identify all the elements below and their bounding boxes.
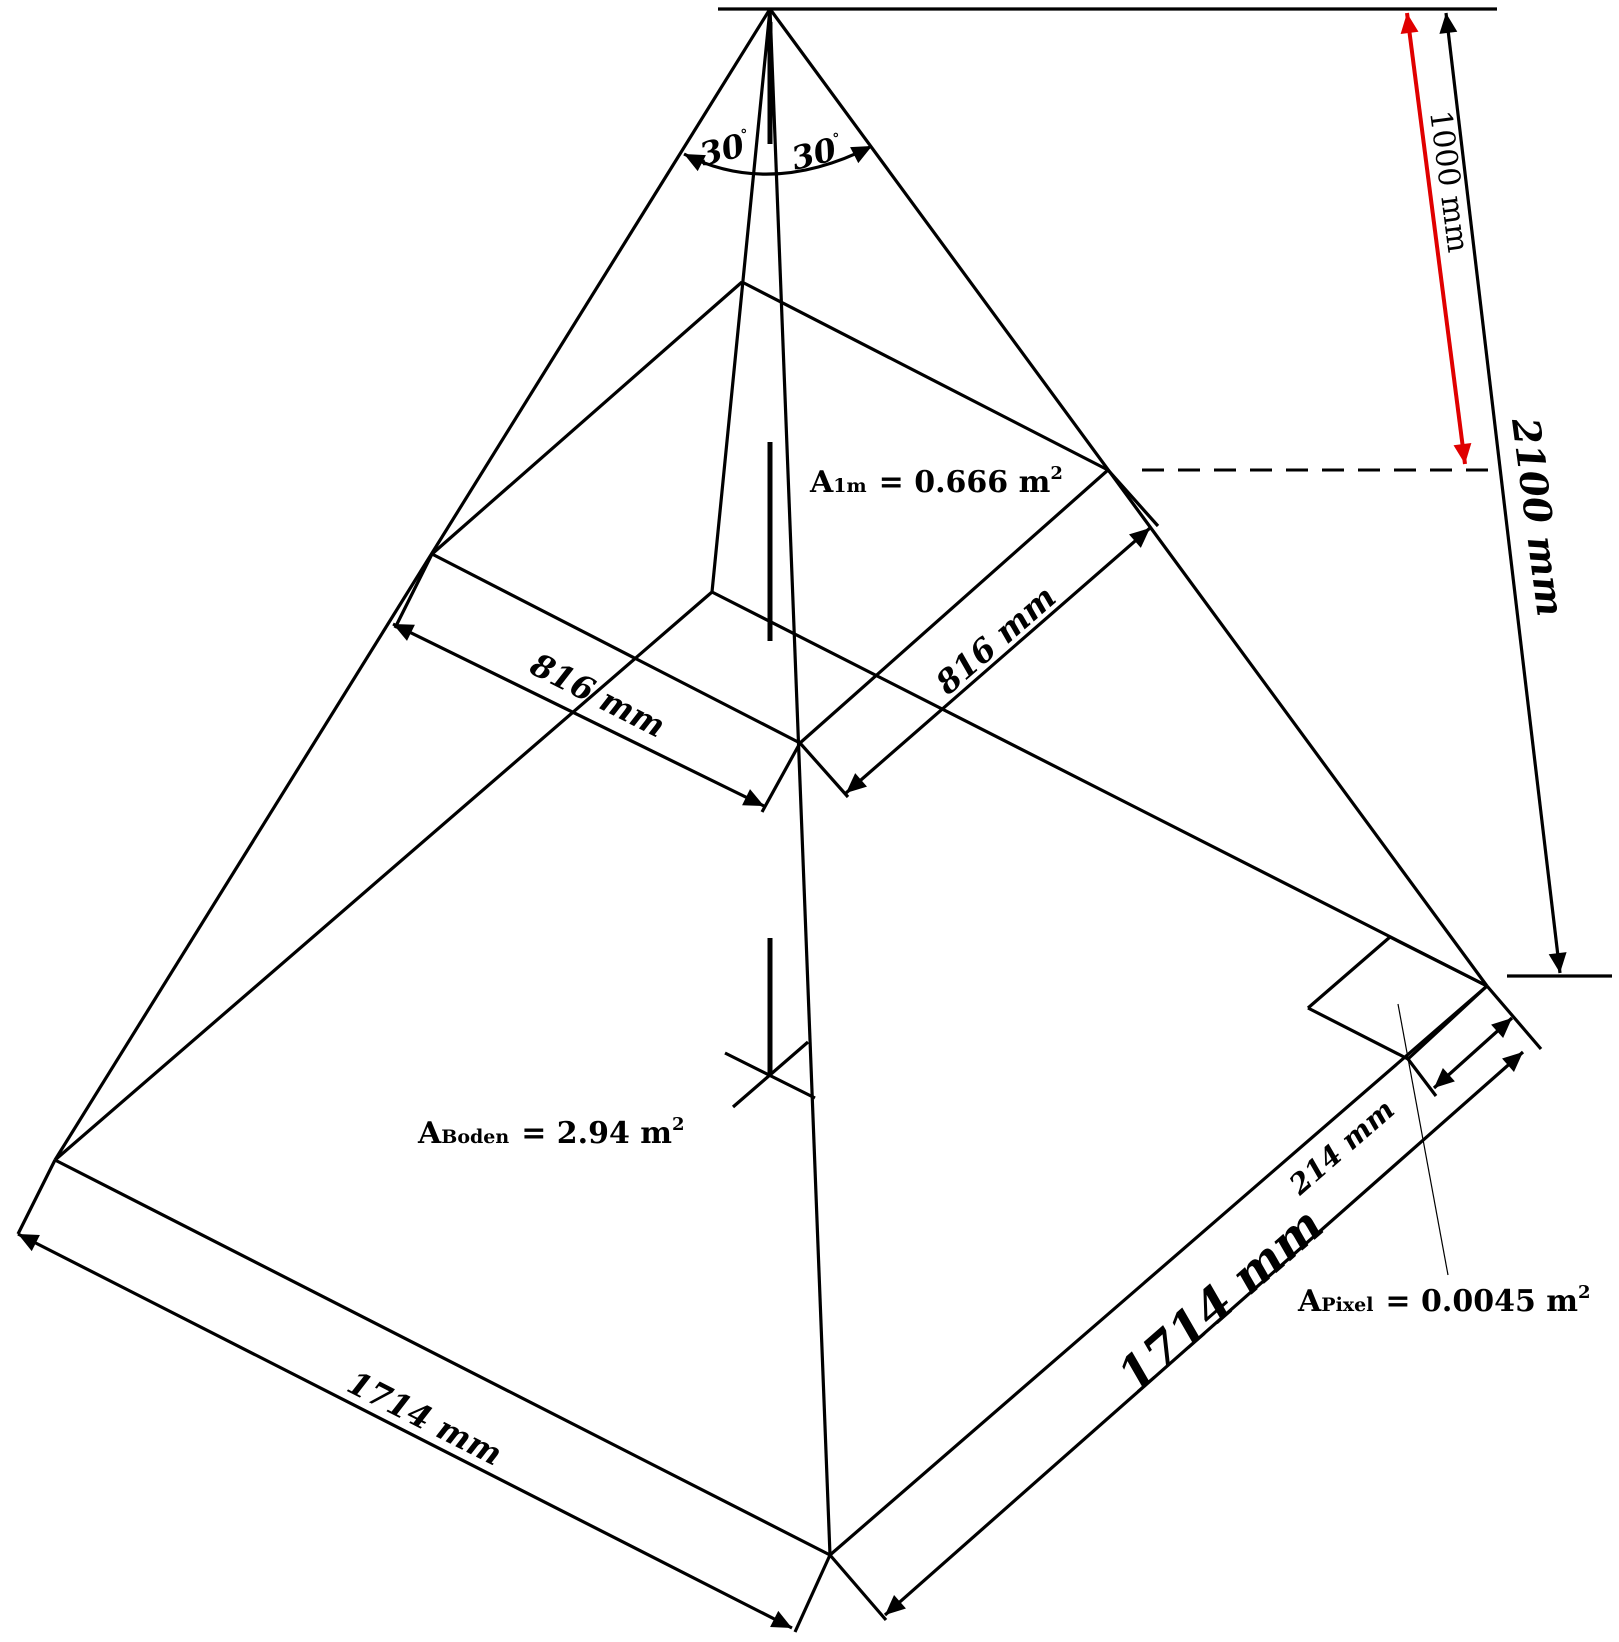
ext-base-front-b: [828, 1553, 888, 1622]
base-right-back: [711, 590, 1488, 988]
edge-apex-back: [710, 8, 772, 593]
area-label-boden: ABoden= 2.94 m2: [417, 1114, 685, 1151]
ext-section-front-a: [760, 742, 802, 813]
pixel-square: [1306, 935, 1489, 1061]
area-label-pixel: APixel= 0.0045 m2: [1297, 1282, 1591, 1319]
base-back-left: [53, 590, 714, 1162]
pixel-edge-2: [1307, 1006, 1409, 1061]
extension-lines: [16, 468, 1543, 1633]
base-front-right: [828, 984, 1489, 1557]
ext-section-right: [1106, 468, 1160, 528]
base-left-front: [54, 1158, 831, 1557]
pyramid-edges: [53, 8, 1489, 1556]
top-side-left-label: 816 mm: [523, 645, 671, 745]
pixel-edge-3: [1389, 935, 1488, 988]
angle-label-right: 30°: [788, 128, 847, 177]
ext-base-right: [1485, 984, 1543, 1051]
angle-label-left: 30°: [696, 124, 755, 173]
ext-pixel: [1406, 1058, 1438, 1097]
total-height-arrow: [1439, 12, 1567, 974]
ext-section-left: [393, 553, 434, 629]
pixel-edge-4: [1406, 984, 1489, 1061]
cross-line-b: [731, 1040, 810, 1109]
ext-section-front-b: [798, 741, 850, 799]
base-center-cross: [724, 1040, 816, 1109]
dimension-arrows: [17, 526, 1525, 1630]
top-side-right-label: 816 mm: [928, 578, 1064, 703]
dim-arrow-base-left: [17, 1232, 793, 1630]
edge-apex-front: [768, 8, 832, 1556]
dim-arrow-base-right: [883, 1050, 1525, 1617]
angle-arc: [683, 144, 873, 176]
ext-base-left: [16, 1159, 57, 1235]
edge-apex-right: [768, 8, 1489, 987]
pixel-edge-1: [1306, 935, 1392, 1010]
ext-base-front-a: [793, 1554, 832, 1633]
pixel-leader-line: [1397, 1003, 1449, 1276]
dim-arrow-pixel: [1432, 1016, 1514, 1090]
section-right-back: [741, 280, 1109, 472]
section-back-left: [430, 280, 744, 556]
area-label-1m: A1m= 0.666 m2: [809, 463, 1063, 500]
dim-arrow-top-right: [844, 526, 1152, 795]
dim-arrow-top-left: [392, 622, 765, 808]
edge-apex-left: [53, 8, 772, 1161]
